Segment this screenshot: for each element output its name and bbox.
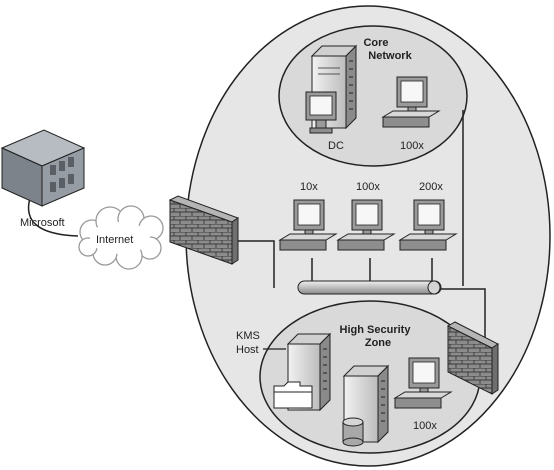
- core-network-title-line2: Network: [368, 50, 412, 62]
- perimeter-firewall-icon: [168, 195, 240, 265]
- internet-label: Internet: [96, 234, 133, 246]
- group-c-count: 200x: [419, 181, 443, 193]
- hsz-title-line2: Zone: [365, 337, 391, 349]
- microsoft-datacenter-icon: [0, 129, 86, 207]
- hsz-clients-count: 100x: [413, 420, 437, 432]
- dc-label: DC: [328, 140, 344, 152]
- group-b-count: 100x: [356, 181, 380, 193]
- microsoft-label: Microsoft: [20, 217, 65, 229]
- group-a-count: 10x: [300, 181, 318, 193]
- network-connections: [27, 110, 486, 345]
- hsz-firewall-icon: [446, 321, 499, 395]
- domain-controller-monitor-icon: [305, 91, 337, 134]
- kms-host-label: KMS: [236, 330, 260, 342]
- database-icon: [342, 417, 364, 447]
- core-clients-count: 100x: [400, 140, 424, 152]
- folder-icon: [273, 381, 313, 409]
- core-network-title: Core: [363, 37, 388, 49]
- internet-cloud-icon: [78, 205, 164, 270]
- hsz-server-icon: [342, 364, 390, 444]
- kms-host-label-line2: Host: [236, 344, 259, 356]
- network-hub-icon: [297, 280, 442, 295]
- hsz-title: High Security: [340, 324, 412, 336]
